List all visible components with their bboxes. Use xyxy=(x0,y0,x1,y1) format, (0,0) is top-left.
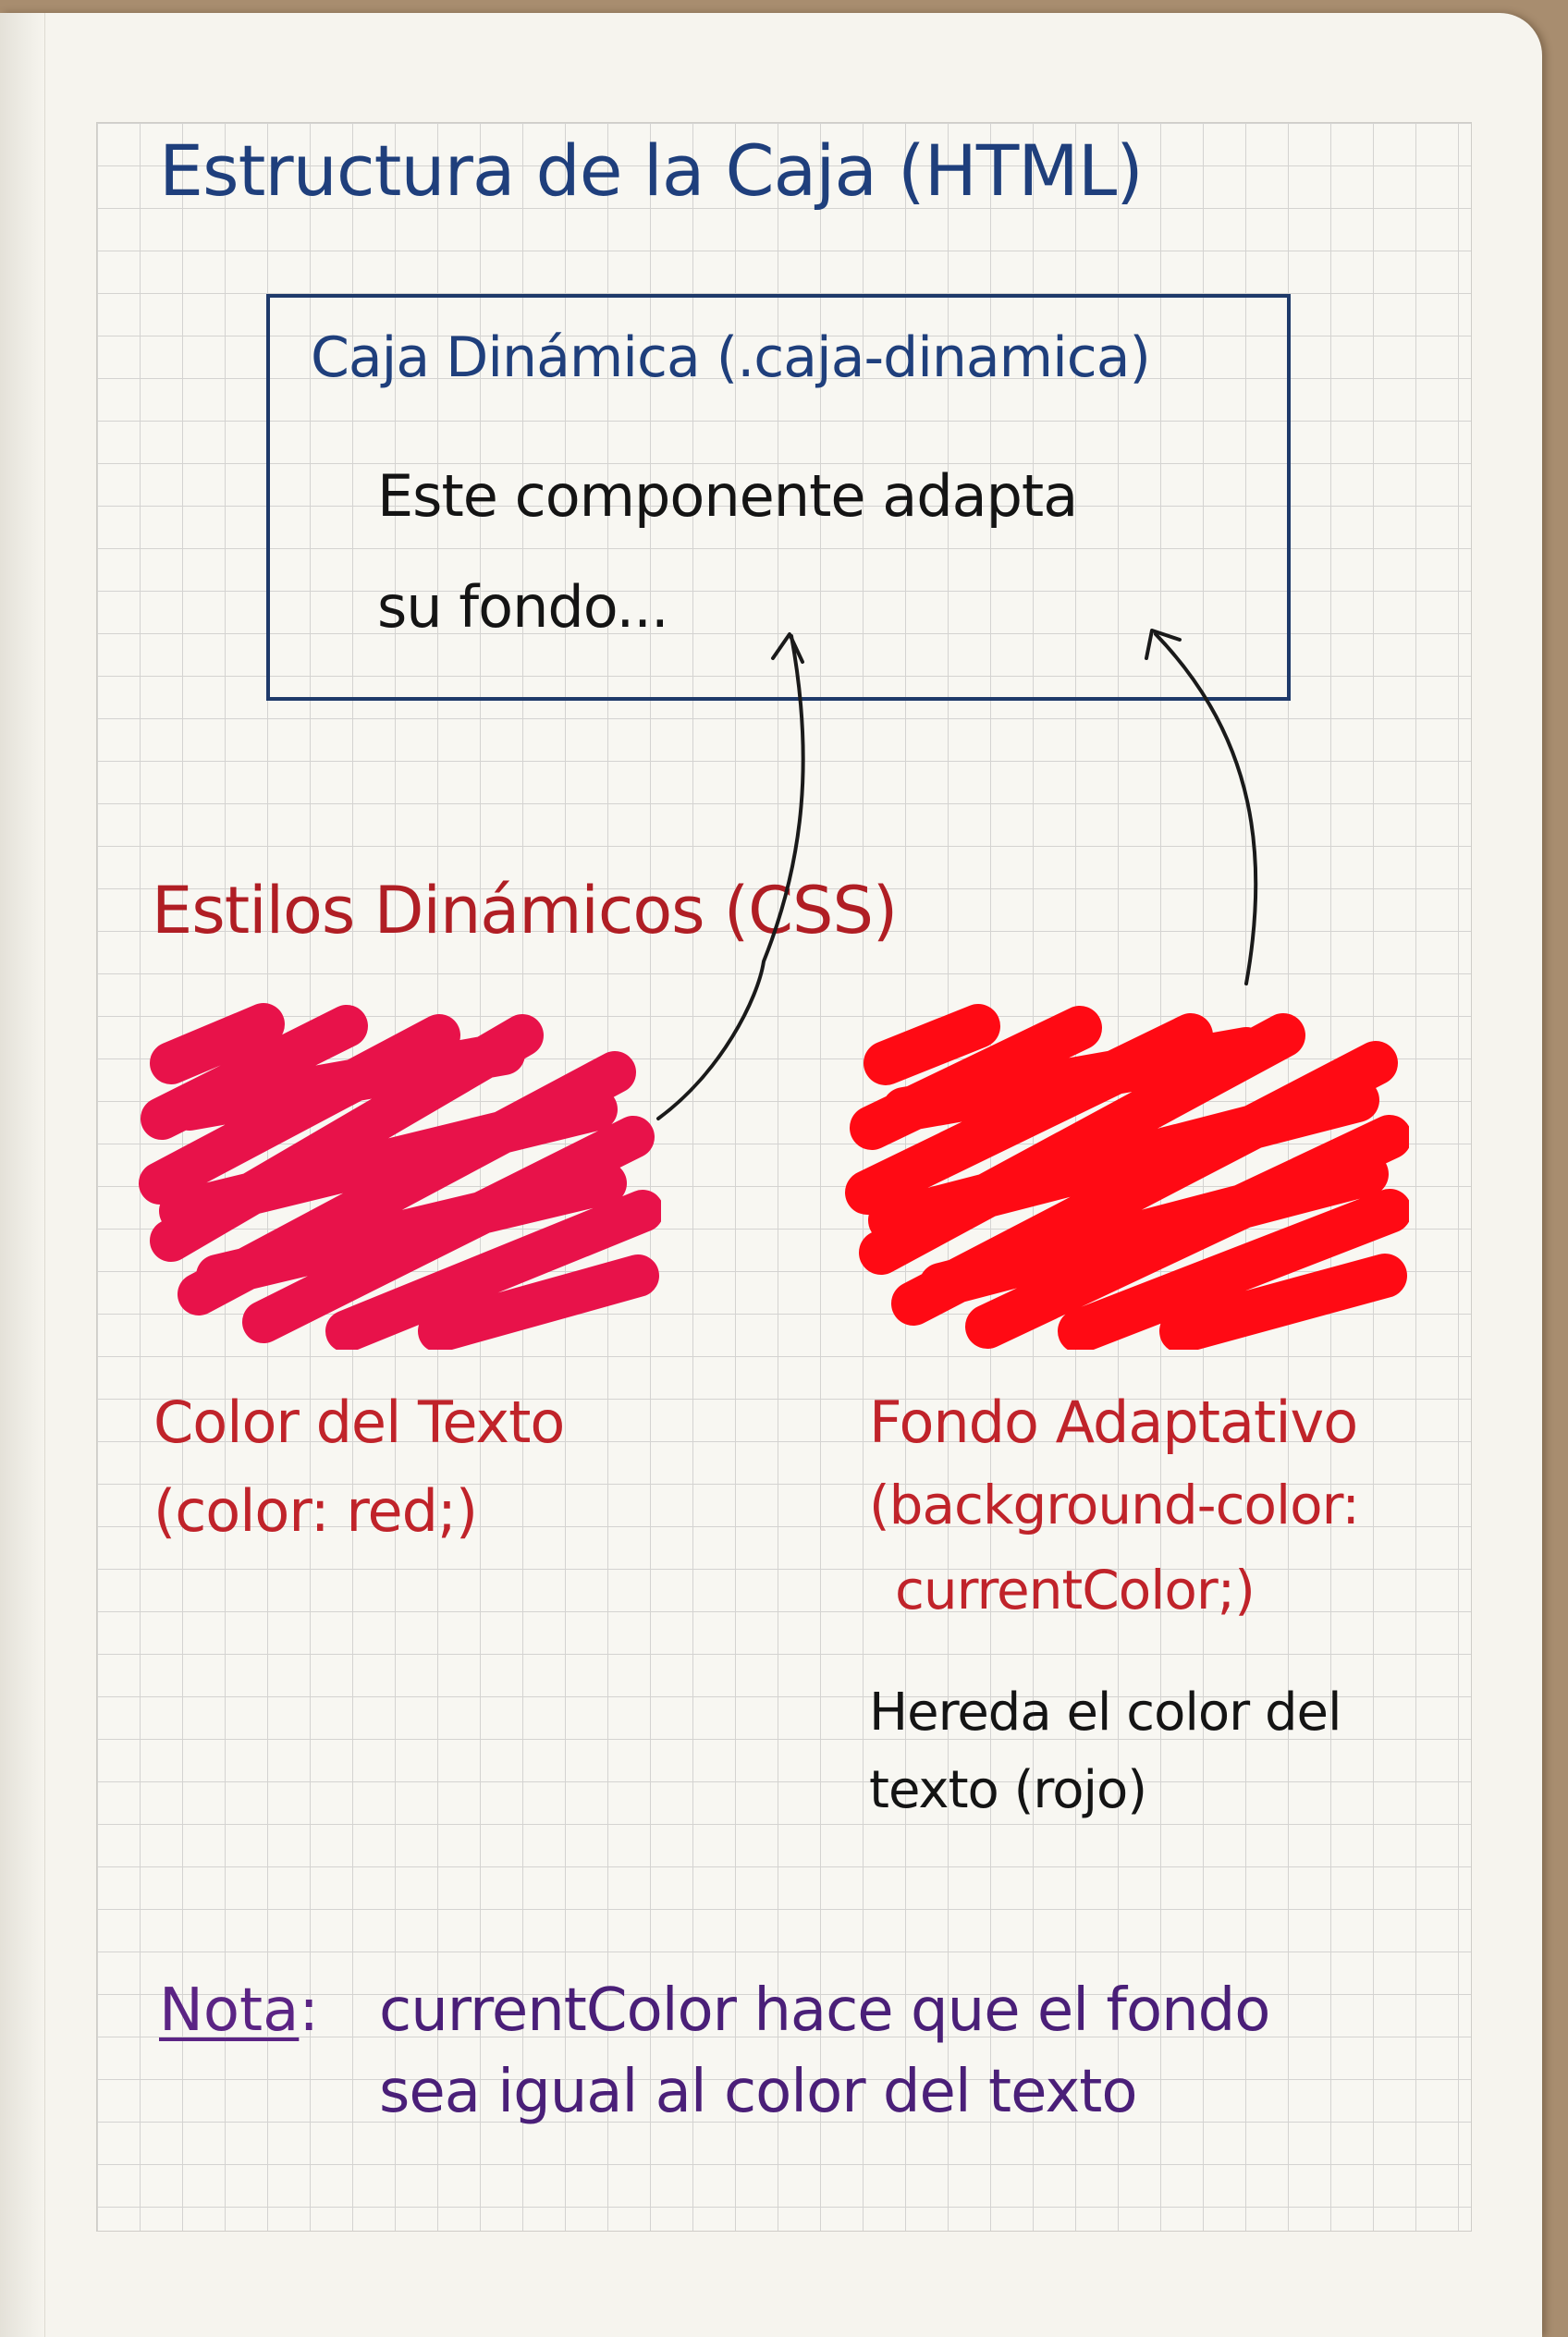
text-color-code: (color: red;) xyxy=(153,1477,478,1545)
note-colon: : xyxy=(299,1976,319,2045)
text-color-swatch xyxy=(139,1003,661,1350)
inherits-note-line-1: Hereda el color del xyxy=(869,1682,1342,1743)
caja-box-title: Caja Dinámica (.caja-dinamica) xyxy=(311,325,1151,390)
text-color-label: Color del Texto xyxy=(153,1389,565,1456)
adaptive-background-code-line-1: (background-color: xyxy=(869,1474,1360,1536)
note-line-1: currentColor hace que el fondo xyxy=(379,1976,1270,2045)
background-color-swatch xyxy=(845,1004,1409,1350)
note-line-2: sea igual al color del texto xyxy=(379,2058,1137,2126)
adaptive-background-label: Fondo Adaptativo xyxy=(869,1389,1358,1456)
caja-box-text-line-1: Este componente adapta xyxy=(377,462,1078,530)
caja-box-text-line-2: su fondo... xyxy=(377,573,669,641)
note-label: Nota: xyxy=(159,1976,319,2045)
text-color-scribble xyxy=(139,1003,661,1350)
adaptive-background-code-line-2: currentColor;) xyxy=(895,1559,1256,1621)
note-key: Nota xyxy=(159,1976,300,2045)
background-color-scribble xyxy=(845,1004,1409,1350)
css-styles-title: Estilos Dinámicos (CSS) xyxy=(152,873,898,948)
inherits-note-line-2: texto (rojo) xyxy=(869,1760,1147,1820)
html-structure-title: Estructura de la Caja (HTML) xyxy=(159,129,1144,212)
notebook-binding xyxy=(0,13,45,2337)
